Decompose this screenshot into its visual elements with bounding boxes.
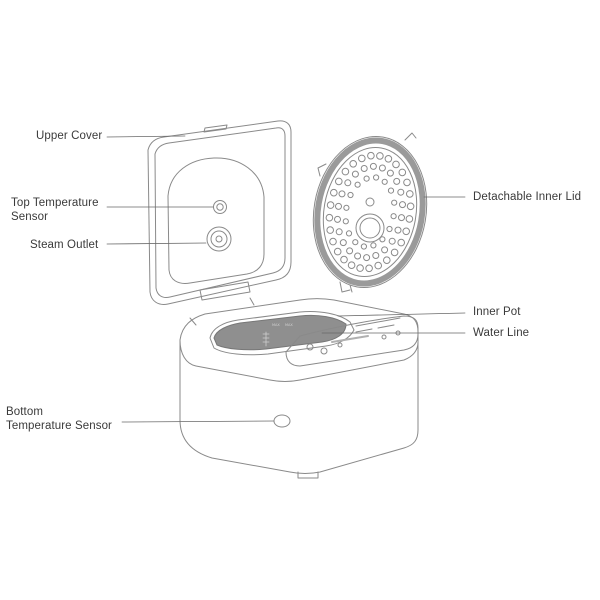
lid-hole [381, 178, 388, 185]
label-inner-pot: Inner Pot [473, 306, 521, 318]
label-water-line: Water Line [473, 327, 530, 339]
lid-hole [342, 218, 349, 225]
lid-hole [386, 225, 393, 233]
lid-hole [340, 255, 348, 264]
lid-hole [403, 178, 411, 187]
lid-hole [333, 247, 342, 256]
lid-holes [325, 151, 415, 273]
lid-hole [330, 188, 338, 197]
svg-text:MAX: MAX [285, 323, 293, 327]
lid-hole [398, 168, 407, 177]
label-bottom-temperature-sensor: Bottom Temperature Sensor [6, 406, 112, 432]
lid-hole [390, 213, 397, 220]
lid-hole [405, 215, 414, 223]
lid-hole [343, 204, 350, 211]
lid-hole [402, 227, 411, 236]
cooker-body: MAX MAX [179, 298, 419, 479]
lid-hole [393, 177, 401, 185]
lid-hole [335, 202, 342, 210]
lid-hole [347, 261, 356, 270]
lid-hole [354, 181, 361, 188]
lid-hole [349, 160, 358, 168]
lid-hole [334, 215, 341, 223]
lid-hole [406, 190, 414, 198]
lid-hole [341, 167, 350, 176]
lid-hole [365, 264, 373, 273]
lid-hole [326, 226, 335, 234]
lid-hole [352, 239, 359, 246]
lid-hole [335, 228, 343, 236]
lid-hole [370, 242, 377, 249]
upper-cover [147, 120, 292, 326]
lid-hole [390, 248, 399, 257]
lid-hole [338, 190, 346, 198]
lid-hole [384, 155, 393, 163]
lid-hole [339, 239, 347, 247]
lid-hole [367, 151, 375, 160]
lid-hole [383, 256, 391, 265]
lid-hole [394, 226, 402, 234]
lid-hole [388, 237, 396, 245]
lid-hole [360, 243, 367, 250]
lid-hole [329, 237, 337, 246]
lid-hole [326, 201, 335, 209]
label-top-temperature-sensor: Top Temperature Sensor [11, 197, 99, 223]
lid-hole [335, 177, 343, 186]
leader-lines [106, 135, 466, 423]
lid-hole [387, 187, 395, 194]
label-upper-cover: Upper Cover [36, 130, 103, 142]
lid-hole [397, 238, 406, 247]
lid-hole [397, 188, 405, 196]
lid-hole [358, 154, 366, 163]
lid-hole [378, 164, 386, 172]
lid-hole [391, 199, 398, 206]
lid-hole [392, 160, 400, 169]
top-temperature-sensor [213, 200, 227, 214]
svg-text:MAX: MAX [272, 323, 280, 327]
lid-hole [351, 170, 359, 178]
lid-hole [386, 169, 394, 177]
water-line: MAX MAX [262, 323, 293, 347]
lid-hole [345, 230, 353, 237]
lid-hole [381, 246, 389, 254]
label-steam-outlet: Steam Outlet [30, 239, 99, 251]
lid-hole [325, 213, 334, 222]
lid-hole [373, 174, 380, 181]
lid-hole [369, 162, 377, 170]
lid-hole [363, 175, 370, 182]
lid-hole [398, 214, 405, 222]
lid-hole [374, 261, 383, 270]
lid-hole [363, 254, 371, 262]
lid-hole [344, 179, 352, 187]
steam-outlet [206, 226, 232, 252]
lid-hole [347, 191, 354, 199]
lid-hole [360, 165, 368, 172]
lid-hole [356, 264, 364, 272]
lid-hole [346, 247, 354, 255]
control-panel [285, 315, 419, 367]
lid-hole [379, 236, 386, 243]
lid-hole [406, 202, 415, 211]
lid-hole [372, 252, 380, 259]
label-detachable-inner-lid: Detachable Inner Lid [473, 191, 582, 203]
detachable-inner-lid [312, 132, 428, 293]
lid-hole [399, 201, 406, 209]
inner-pot: MAX MAX [209, 311, 355, 356]
bottom-temperature-sensor [273, 414, 291, 428]
lid-hole [376, 152, 384, 160]
lid-hole [354, 252, 362, 260]
